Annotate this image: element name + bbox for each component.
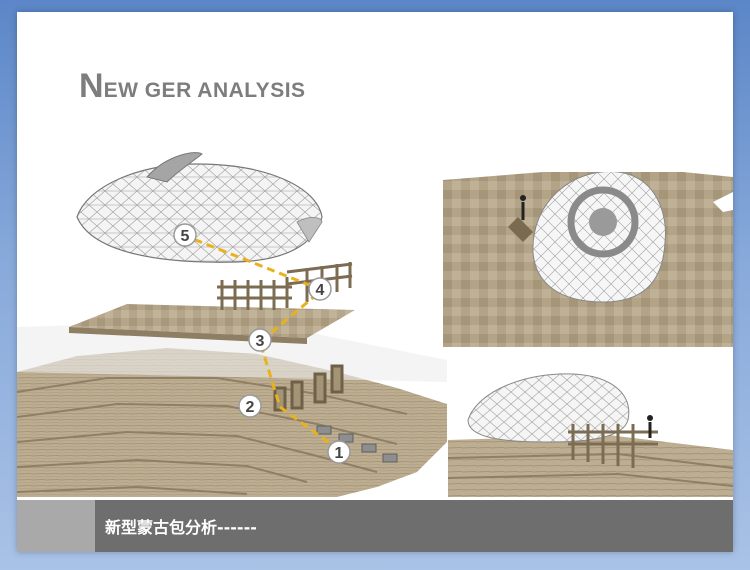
side-view-panel	[448, 350, 733, 500]
main-illustration: 1 2 3 4 5	[17, 152, 447, 502]
ornament-pattern	[567, 186, 639, 258]
top-view-panel	[443, 172, 733, 347]
svg-text:5: 5	[181, 228, 190, 245]
step-marker-2: 2	[238, 394, 262, 418]
footer-caption: 新型蒙古包分析------	[105, 518, 257, 537]
fence	[217, 262, 353, 310]
floating-ger	[76, 163, 323, 263]
footer-accent-block	[17, 500, 95, 552]
step-marker-5: 5	[173, 223, 197, 247]
svg-text:3: 3	[256, 333, 265, 350]
svg-text:4: 4	[316, 282, 325, 299]
title-rest: EW GER ANALYSIS	[103, 79, 306, 102]
page-title: NEW GER ANALYSIS	[79, 67, 306, 106]
step-marker-1: 1	[327, 440, 351, 464]
step-marker-3: 3	[248, 328, 272, 352]
svg-text:2: 2	[246, 399, 255, 416]
title-initial: N	[79, 67, 104, 105]
deck-platform	[69, 304, 355, 338]
slide: NEW GER ANALYSIS	[17, 12, 733, 552]
svg-text:1: 1	[335, 445, 344, 462]
footer-bar: 新型蒙古包分析------	[17, 497, 733, 552]
step-marker-4: 4	[308, 277, 332, 301]
